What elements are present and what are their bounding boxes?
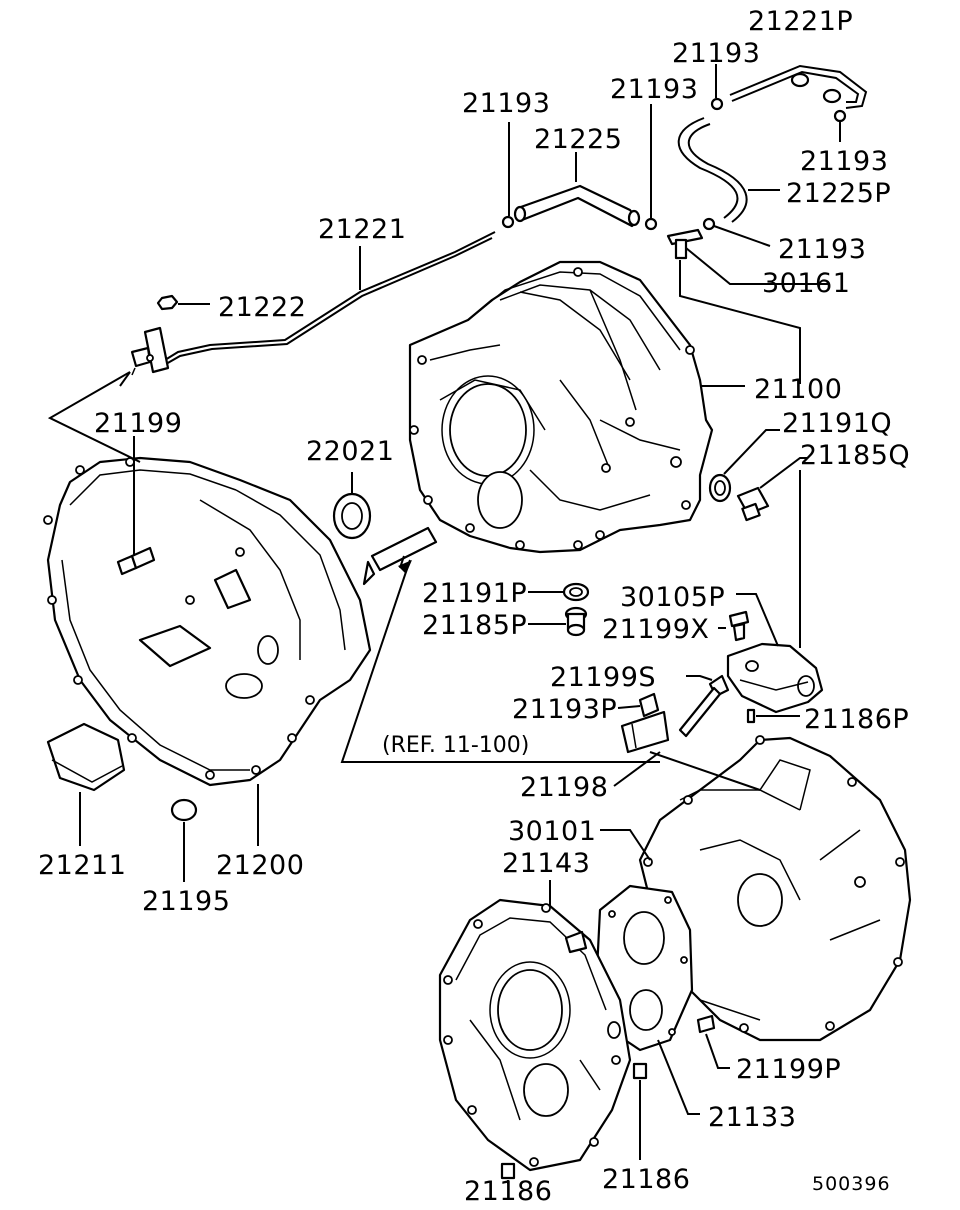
label-21199P: 21199P (736, 1054, 841, 1085)
label-22021: 22021 (306, 436, 394, 467)
dowel-pin-21186-right (632, 1062, 648, 1080)
clip-21193P (638, 692, 660, 718)
label-30161: 30161 (762, 268, 850, 299)
breather-pipe-21221 (164, 231, 496, 365)
transmission-case-21100 (408, 260, 714, 554)
bolt-21199P (696, 1014, 716, 1034)
label-21195: 21195 (142, 886, 230, 917)
label-21193-top: 21193 (672, 38, 760, 69)
adapter-plate-21143 (438, 898, 632, 1172)
hose-21225P (677, 117, 748, 223)
gasket-21191Q (708, 473, 732, 503)
label-21186-left: 21186 (464, 1176, 552, 1207)
bolt-21199 (116, 546, 156, 576)
label-21100: 21100 (754, 374, 842, 405)
breather-30161 (666, 228, 704, 260)
control-housing-30105P (726, 642, 824, 714)
label-21193-left: 21193 (462, 88, 550, 119)
clip-21193-right (702, 217, 716, 231)
clutch-housing-21200 (43, 456, 372, 787)
label-21133: 21133 (708, 1102, 796, 1133)
leader-lines (47, 64, 841, 1184)
sealant-tube (362, 526, 438, 586)
cover-21211 (46, 722, 126, 792)
label-21225P: 21225P (786, 178, 891, 209)
clip-21193-left (501, 215, 515, 229)
transfer-case-30101 (638, 735, 912, 1042)
label-21186P: 21186P (804, 704, 909, 735)
diagram-code: 500396 (812, 1173, 891, 1195)
label-21199: 21199 (94, 408, 182, 439)
label-21225: 21225 (534, 124, 622, 155)
label-21186-right: 21186 (602, 1164, 690, 1195)
label-21221P: 21221P (748, 6, 853, 37)
label-21185Q: 21185Q (800, 440, 910, 471)
washer-21191P (562, 582, 590, 602)
drain-plug-21185Q (736, 486, 770, 522)
label-21193-right: 21193 (778, 234, 866, 265)
bolt-21199X (728, 610, 750, 642)
breather-pipe-21221P (729, 64, 868, 109)
label-ref-11-100: (REF. 11-100) (382, 733, 529, 758)
label-21193P: 21193P (512, 694, 617, 725)
bracket-21198 (620, 710, 670, 754)
clip-21193-top (710, 97, 724, 111)
label-30101: 30101 (508, 816, 596, 847)
label-21191Q: 21191Q (782, 408, 892, 439)
label-21211: 21211 (38, 850, 126, 881)
plug-21185P (564, 606, 588, 637)
clip-21193-mid (644, 217, 658, 231)
bolt-21199S (678, 674, 730, 738)
plug-21195 (170, 798, 198, 822)
breather-bracket-21222 (130, 326, 170, 376)
label-21200: 21200 (216, 850, 304, 881)
hose-21225 (513, 184, 641, 228)
label-21221: 21221 (318, 214, 406, 245)
part-labels: 21221P 21193 21193 21193 21193 21225 212… (38, 6, 910, 1207)
label-21193-far-right: 21193 (800, 146, 888, 177)
oil-seal-22021 (332, 492, 372, 540)
nut-21222 (156, 294, 179, 311)
label-21193-mid: 21193 (610, 74, 698, 105)
dowel-pin-21186-left (500, 1162, 516, 1180)
clip-21193-far-right (833, 109, 847, 123)
label-30105P: 30105P (620, 582, 725, 613)
label-21185P: 21185P (422, 610, 527, 641)
label-21199X: 21199X (602, 614, 709, 645)
label-21199S: 21199S (550, 662, 656, 693)
label-21143: 21143 (502, 848, 590, 879)
label-21191P: 21191P (422, 578, 527, 609)
label-21222: 21222 (218, 292, 306, 323)
dowel-pin-21186P (746, 708, 756, 724)
label-21198: 21198 (520, 772, 608, 803)
